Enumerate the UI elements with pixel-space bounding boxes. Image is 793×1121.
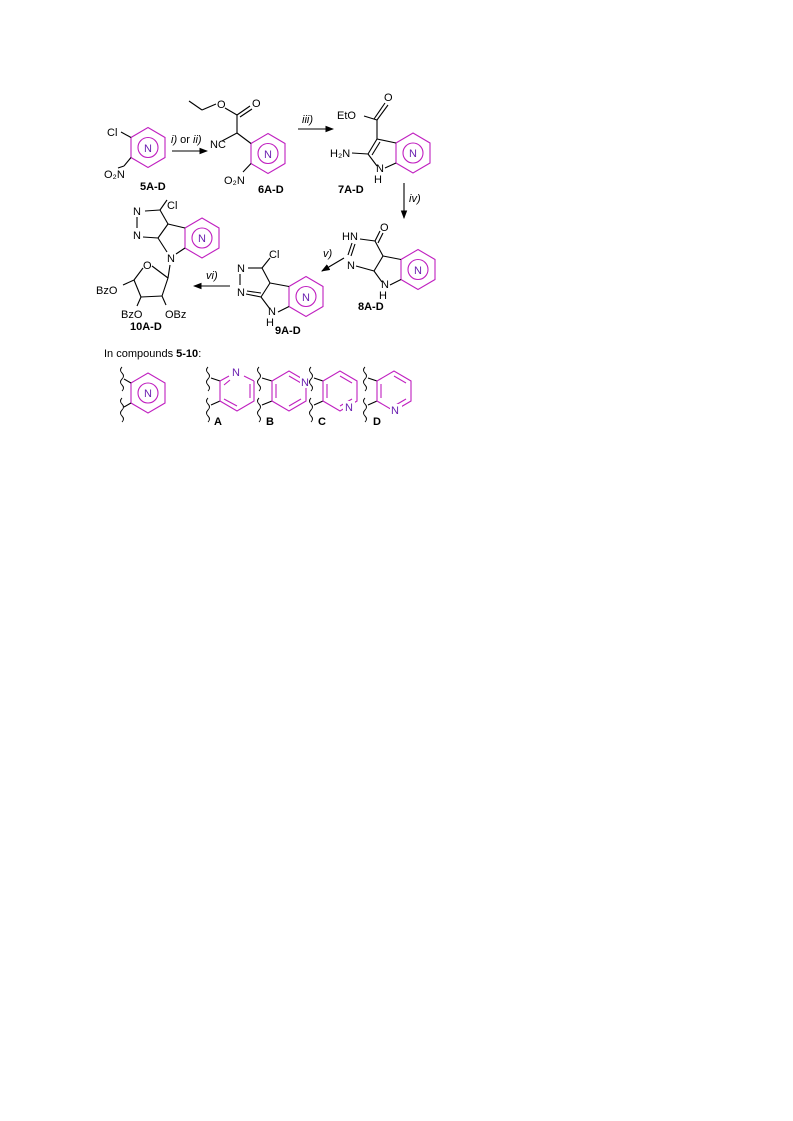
legend-label-c: C xyxy=(318,416,326,428)
reagent-step2: iii) xyxy=(302,114,313,126)
legend-generic: N xyxy=(120,366,166,423)
atom-o-ribose-10: O xyxy=(143,260,152,272)
legend-variant-d: N D xyxy=(363,366,412,428)
atom-n1-9: N xyxy=(237,263,245,275)
legend-caption: In compounds 5-10: xyxy=(104,348,201,360)
atom-h-pyrrole-9: H xyxy=(266,317,274,329)
atom-eto-7: EtO xyxy=(337,110,356,122)
atom-h-pyrrole-8: H xyxy=(379,290,387,302)
legend-label-d: D xyxy=(373,416,381,428)
atom-cl-5: Cl xyxy=(107,127,117,139)
legend-variant-b: N B xyxy=(257,366,312,428)
atom-n-8: N xyxy=(347,260,355,272)
label-10: 10A-D xyxy=(130,321,162,333)
atom-no2-5: O₂N xyxy=(104,169,125,181)
atom-n1-10: N xyxy=(133,206,141,218)
atom-n-pyrrole-7: N xyxy=(376,163,384,175)
atom-h2n-7: H₂N xyxy=(330,148,350,160)
svg-text:N: N xyxy=(232,367,240,379)
atom-nc-6: NC xyxy=(210,139,226,151)
atom-bzo-5prime-10: BzO xyxy=(96,285,118,297)
legend-label-b: B xyxy=(266,416,274,428)
atom-n2-9: N xyxy=(237,287,245,299)
atom-n2-10: N xyxy=(133,230,141,242)
reagent-step5: vi) xyxy=(206,270,218,282)
legend-variant-a: N A xyxy=(206,366,255,428)
ring-n-9: N xyxy=(302,292,310,304)
atom-o-carbonyl-6: O xyxy=(252,98,261,110)
label-5: 5A-D xyxy=(140,181,166,193)
svg-text:N: N xyxy=(345,402,353,414)
svg-text:N: N xyxy=(144,388,152,400)
reagent-step4: v) xyxy=(323,248,333,260)
compound-9: N N H Cl N N 9A-D xyxy=(237,249,324,337)
compound-5: N Cl O₂N 5A-D xyxy=(104,126,166,193)
reagent-step1: i) or ii) xyxy=(171,134,202,146)
legend-variant-c: N C xyxy=(309,366,358,428)
atom-hn-8: HN xyxy=(342,231,358,243)
compound-8: N N H O HN N 8A-D xyxy=(342,222,436,313)
atom-no2-6: O₂N xyxy=(224,175,245,187)
ring-n-5: N xyxy=(144,143,152,155)
ring-n-8: N xyxy=(414,265,422,277)
svg-text:N: N xyxy=(301,377,309,389)
atom-bzo-3prime-10: BzO xyxy=(121,309,143,321)
compound-10: N N Cl N N O BzO BzO OBz 10A-D xyxy=(96,199,220,333)
arrow-step4 xyxy=(321,257,345,272)
label-9: 9A-D xyxy=(275,325,301,337)
atom-n-pyrrole-9: N xyxy=(268,306,276,318)
atom-n-pyrrole-10: N xyxy=(167,253,175,265)
ring-n-10: N xyxy=(198,233,206,245)
ring-n-6: N xyxy=(264,149,272,161)
atom-cl-10: Cl xyxy=(167,200,177,212)
ring-n-7: N xyxy=(409,148,417,160)
label-7: 7A-D xyxy=(338,184,364,196)
atom-obz-2prime-10: OBz xyxy=(165,309,186,321)
atom-o-ester-6: O xyxy=(217,99,226,111)
reagent-step3: iv) xyxy=(409,193,421,205)
compound-7: N N H H₂N O EtO 7A-D xyxy=(330,92,431,196)
label-6: 6A-D xyxy=(258,184,284,196)
svg-text:N: N xyxy=(391,405,399,417)
atom-cl-9: Cl xyxy=(269,249,279,261)
legend-label-a: A xyxy=(214,416,222,428)
atom-o-carbonyl-7: O xyxy=(384,92,393,104)
label-8: 8A-D xyxy=(358,301,384,313)
atom-n-pyrrole-8: N xyxy=(381,279,389,291)
compound-6: N NC O O O₂N 6A-D xyxy=(188,98,286,196)
atom-h-pyrrole-7: H xyxy=(374,174,382,186)
atom-o-8: O xyxy=(380,222,389,234)
